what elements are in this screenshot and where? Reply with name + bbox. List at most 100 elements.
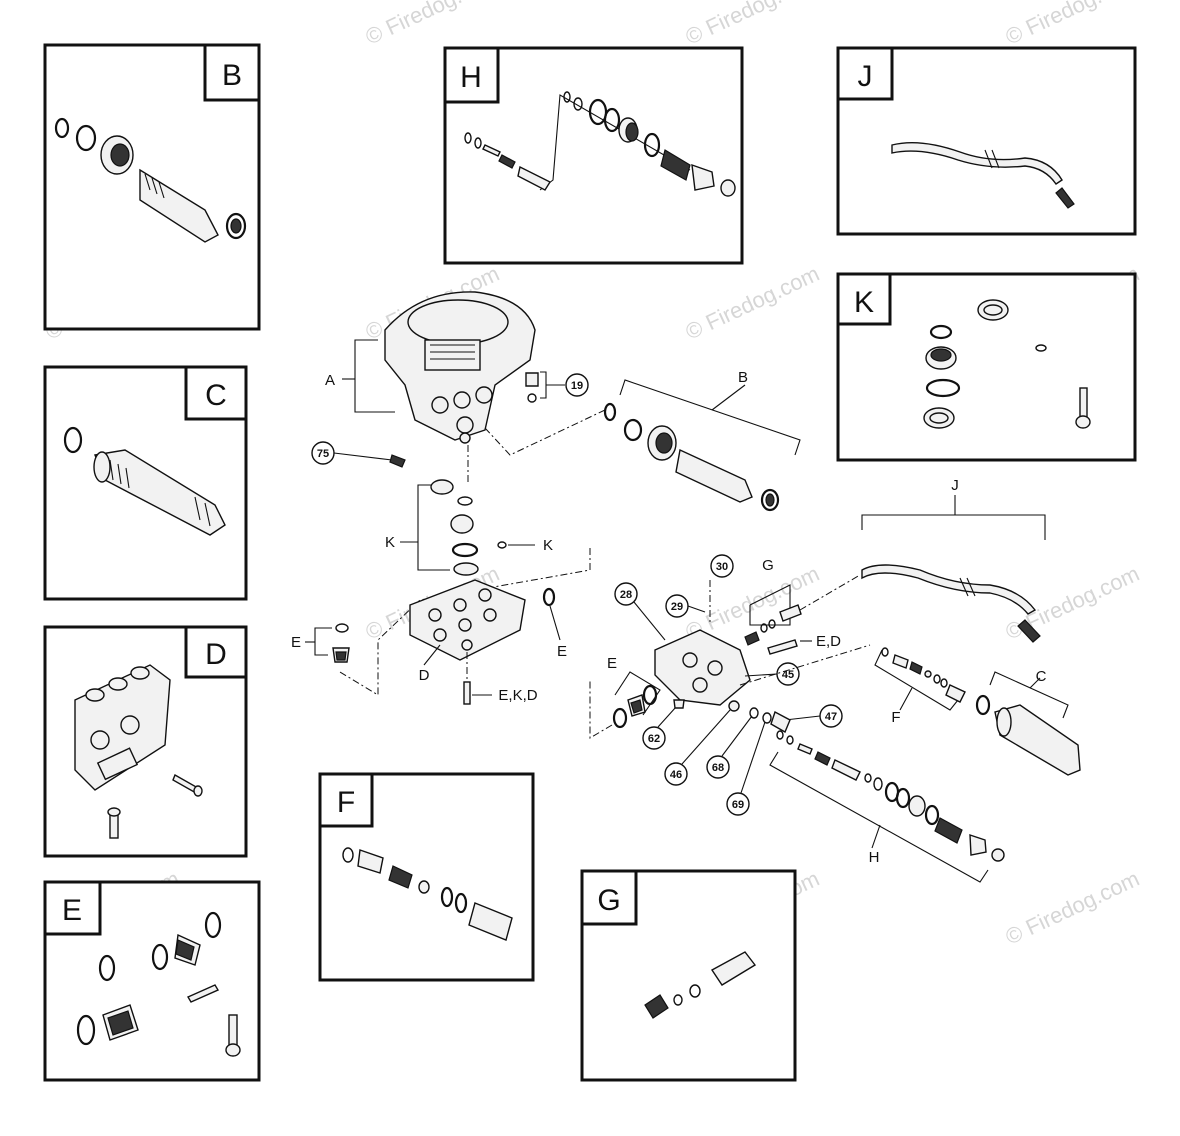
o-ring (563, 91, 571, 103)
fitting-assembly-g: G (744, 557, 861, 646)
seal-assembly-k: K K (385, 479, 553, 576)
callout-47: 47 (784, 704, 843, 728)
o-ring (98, 954, 116, 982)
panel-j: J (836, 46, 1137, 236)
seal (923, 407, 955, 429)
bracket-a: A (325, 339, 395, 413)
assembly-path (739, 644, 871, 686)
watermark: © Firedog.com (682, 0, 824, 50)
manifold-assembly-d: D E,K,D E (339, 548, 591, 705)
ball (418, 880, 430, 894)
fitting-19 (525, 371, 565, 403)
panel-e: E (43, 880, 261, 1082)
callout-62-text: 62 (648, 733, 660, 745)
spring (644, 994, 669, 1019)
injector-assembly-f: F (739, 644, 966, 726)
outlet-assembly-c: C (975, 668, 1081, 776)
screw (1075, 387, 1091, 429)
watermark: © Firedog.com (682, 261, 824, 345)
label-k-right: K (543, 537, 553, 554)
spring (388, 865, 413, 889)
callout-19: 19 (565, 373, 589, 397)
panel-d: D (43, 625, 248, 858)
panel-g: G (580, 869, 797, 1082)
o-ring (151, 943, 169, 971)
callout-45: 45 (744, 662, 800, 686)
pump-head-assembly (384, 291, 536, 444)
label-j: J (951, 477, 959, 494)
spring (498, 154, 516, 169)
panel-b-letter: B (222, 59, 242, 92)
callout-29: 29 (665, 594, 706, 618)
panel-g-tab (580, 869, 638, 926)
label-h: H (869, 849, 880, 866)
valve-seat (357, 849, 384, 874)
panel-c: C (43, 365, 248, 601)
assembly-path (339, 548, 591, 696)
label-f: F (891, 709, 900, 726)
o-ring (573, 97, 583, 111)
label-d: D (419, 667, 430, 684)
label-ed: E,D (816, 633, 841, 650)
o-ring (1035, 344, 1047, 352)
panel-h-tab (443, 46, 500, 104)
panel-f: F (318, 772, 535, 982)
check-valve (174, 933, 201, 966)
screw (225, 1014, 241, 1057)
injector-fitting (468, 902, 513, 941)
callout-68: 68 (706, 707, 759, 779)
screw (107, 807, 121, 839)
panel-b: B (43, 43, 261, 331)
callout-75: 75 (311, 441, 406, 468)
panel-e-tab (43, 880, 102, 936)
callout-45-text: 45 (782, 669, 794, 681)
washer (75, 124, 97, 152)
panel-d-letter: D (205, 638, 227, 671)
spring (660, 149, 691, 181)
seal (977, 299, 1009, 321)
callout-30-text: 30 (716, 561, 728, 573)
label-c: C (1036, 668, 1047, 685)
callout-69-text: 69 (732, 799, 744, 811)
o-ring (54, 117, 70, 139)
quick-connect-fitting (710, 951, 757, 986)
unloader-assembly-h: H (769, 730, 1005, 883)
check-valve (102, 1004, 139, 1041)
o-ring (464, 132, 472, 144)
panel-j-letter: J (858, 60, 873, 93)
screw (172, 773, 203, 797)
watermark: © Firedog.com (362, 0, 504, 50)
o-ring (204, 911, 222, 939)
panel-f-letter: F (337, 786, 355, 819)
label-e-right: E (557, 643, 567, 660)
o-ring (342, 847, 354, 863)
outlet-coupler (93, 449, 226, 536)
panel-h-letter: H (460, 61, 482, 94)
seal-ring (225, 212, 247, 240)
o-ring (454, 892, 468, 914)
callout-28: 28 (614, 582, 666, 641)
panel-g-letter: G (597, 884, 620, 917)
seal-stack (618, 117, 639, 143)
outlet-assembly-b: B (603, 369, 801, 512)
hose-fitting (1055, 187, 1075, 209)
callout-62: 62 (642, 699, 685, 750)
panel-b-tab (203, 43, 261, 102)
hose (891, 141, 1063, 185)
callout-69: 69 (726, 710, 791, 816)
callout-19-text: 19 (571, 380, 583, 392)
panel-k-letter: K (854, 286, 874, 319)
o-ring (689, 984, 701, 998)
o-ring (474, 137, 482, 149)
panel-k-tab (836, 272, 892, 326)
hose-assembly-j: J (861, 477, 1046, 643)
callout-28-text: 28 (620, 589, 632, 601)
o-ring (76, 1014, 96, 1046)
plunger (517, 165, 552, 191)
o-ring (63, 426, 83, 454)
o-ring (673, 994, 683, 1006)
panel-j-tab (836, 46, 894, 101)
label-ekd: E,K,D (498, 687, 537, 704)
watermark: © Firedog.com (1002, 866, 1144, 950)
